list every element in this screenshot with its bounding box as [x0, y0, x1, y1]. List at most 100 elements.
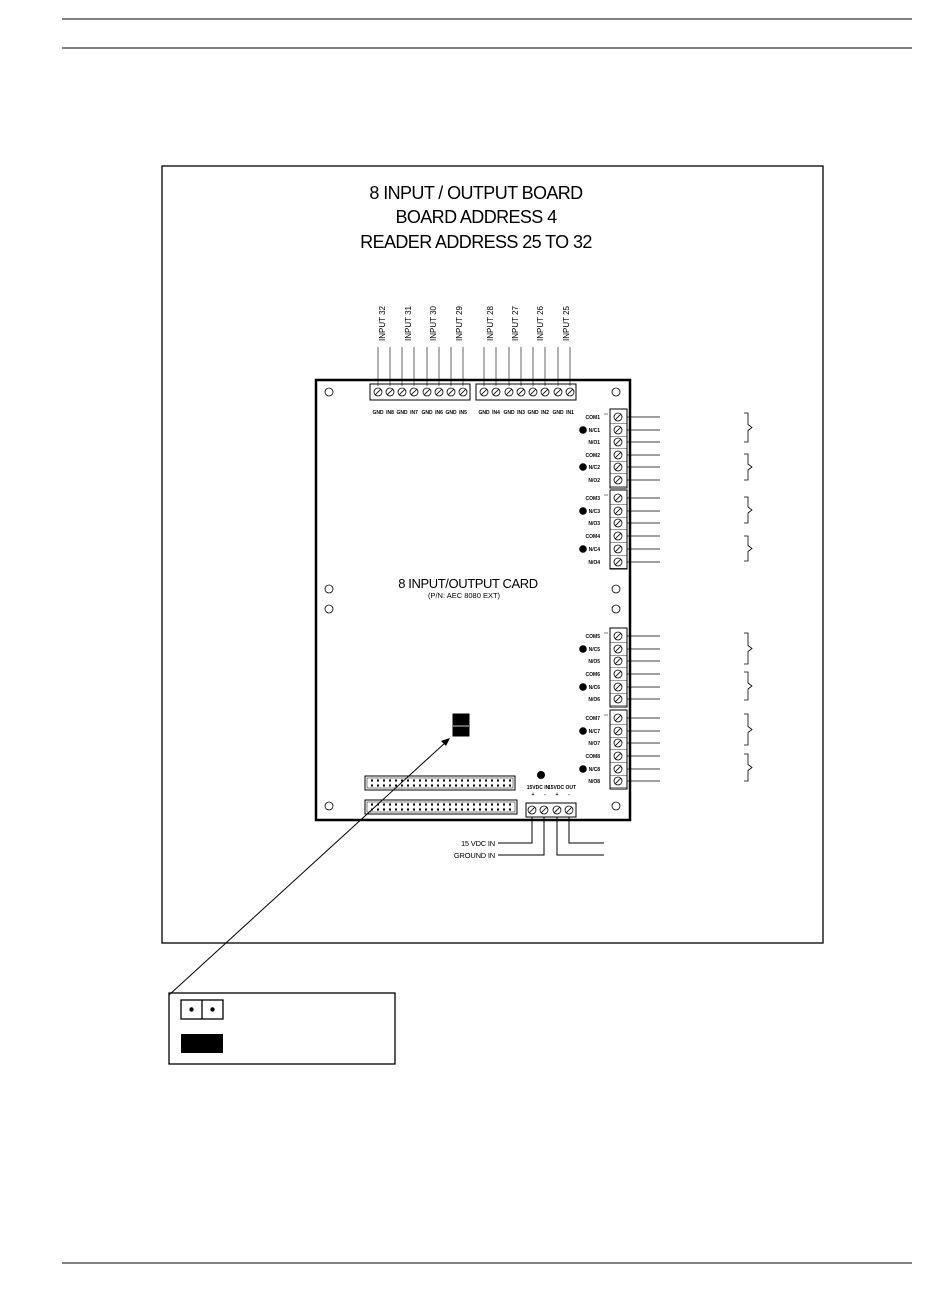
- ribbon-pin: [449, 784, 451, 787]
- screw-slot: [614, 426, 622, 434]
- input-label: INPUT 27: [511, 305, 520, 341]
- screw-slot: [565, 806, 573, 814]
- relay-contact-bracket: [744, 535, 753, 562]
- screw-slot: [459, 388, 467, 396]
- screw-slot: [541, 388, 549, 396]
- ribbon-pin: [371, 779, 373, 782]
- ribbon-pin: [401, 779, 403, 782]
- screw-terminal: [613, 425, 623, 435]
- screw-terminal: [565, 387, 575, 397]
- screw-terminal: [613, 764, 623, 774]
- ribbon-pin: [371, 803, 373, 806]
- input-label: INPUT 30: [429, 305, 438, 341]
- relay-terminal-label: COM2: [586, 453, 601, 459]
- relay-contact-bracket: [744, 632, 753, 665]
- ribbon-pin: [437, 808, 439, 811]
- ribbon-pin: [401, 803, 403, 806]
- ribbon-pin: [455, 784, 457, 787]
- relay-terminal-label: COM1: [586, 415, 601, 421]
- screw-slot: [614, 683, 622, 691]
- ribbon-pin: [455, 808, 457, 811]
- terminal-housing: [369, 383, 471, 401]
- mounting-hole: [324, 604, 334, 614]
- mounting-hole: [611, 801, 621, 811]
- screw-terminal: [540, 387, 550, 397]
- card-name: 8 INPUT/OUTPUT CARD: [398, 576, 538, 591]
- mounting-hole: [324, 387, 334, 397]
- ribbon-pin: [401, 784, 403, 787]
- ribbon-pin: [473, 803, 475, 806]
- input-wires: [377, 347, 571, 386]
- input-label: INPUT 25: [562, 305, 571, 341]
- ribbon-pin: [431, 779, 433, 782]
- vdc-out-plus-wire: [556, 817, 604, 856]
- screw-terminal: [613, 644, 623, 654]
- ribbon-pin: [473, 784, 475, 787]
- screw-terminal: [479, 387, 489, 397]
- relay-terminal-label: N/O3: [588, 521, 600, 527]
- ribbon-pin: [413, 808, 415, 811]
- screw-slot: [614, 695, 622, 703]
- mounting-hole: [611, 387, 621, 397]
- screw-terminal: [539, 805, 549, 815]
- screw-slot: [614, 714, 622, 722]
- title-line-1: 8 INPUT / OUTPUT BOARD: [369, 183, 583, 203]
- screw-slot: [566, 388, 574, 396]
- relay-terminal-label: N/C5: [589, 647, 601, 653]
- screw-slot: [614, 476, 622, 484]
- ribbon-pin: [455, 779, 457, 782]
- screw-slot: [614, 532, 622, 540]
- ribbon-pin: [491, 779, 493, 782]
- ribbon-pin: [467, 803, 469, 806]
- relay-contact-bracket: [744, 496, 753, 524]
- mounting-holes: [324, 387, 621, 811]
- input-label: INPUT 31: [404, 305, 413, 341]
- ribbon-pin: [389, 784, 391, 787]
- power-polarity: -: [568, 792, 570, 798]
- ribbon-pin: [503, 784, 505, 787]
- relay-terminal-label: N/C3: [589, 509, 601, 515]
- input-terminal-label: GND: [372, 410, 384, 416]
- ribbon-pin: [497, 803, 499, 806]
- screw-terminal: [613, 751, 623, 761]
- power-header-out: 15VDC OUT: [548, 785, 576, 791]
- screw-slot: [374, 388, 382, 396]
- ribbon-pin: [491, 784, 493, 787]
- ribbon-pin: [383, 779, 385, 782]
- ribbon-pin: [443, 784, 445, 787]
- ribbon-pin: [479, 779, 481, 782]
- jumper-legend-box: [168, 992, 396, 1065]
- ribbon-pin: [431, 784, 433, 787]
- power-polarity: +: [556, 792, 559, 798]
- ribbon-pin: [479, 803, 481, 806]
- ribbon-pin: [479, 784, 481, 787]
- screw-slot: [614, 519, 622, 527]
- ribbon-connector: [364, 775, 516, 791]
- ribbon-pin: [407, 784, 409, 787]
- ribbon-pin: [473, 808, 475, 811]
- ribbon-pin: [419, 808, 421, 811]
- relay-contact-bracket: [744, 713, 753, 746]
- screw-slot: [614, 645, 622, 653]
- screw-terminal: [491, 387, 501, 397]
- ribbon-pin: [491, 808, 493, 811]
- screw-slot: [553, 806, 561, 814]
- terminal-housing: [475, 383, 577, 401]
- screw-terminal: [613, 713, 623, 723]
- relay-terminal-label: N/C6: [589, 685, 601, 691]
- screw-terminal: [613, 437, 623, 447]
- ribbon-pin: [503, 808, 505, 811]
- screw-terminal: [613, 631, 623, 641]
- ribbon-pin: [425, 784, 427, 787]
- relay-terminal-label: N/O6: [588, 697, 600, 703]
- screw-terminal: [613, 682, 623, 692]
- title-line-2: BOARD ADDRESS 4: [395, 207, 557, 227]
- ribbon-pin: [449, 803, 451, 806]
- jumper-pointer-arrowhead: [441, 738, 450, 746]
- screw-slot: [447, 388, 455, 396]
- relay-led: [579, 463, 587, 471]
- ribbon-pin: [431, 808, 433, 811]
- screw-slot: [386, 388, 394, 396]
